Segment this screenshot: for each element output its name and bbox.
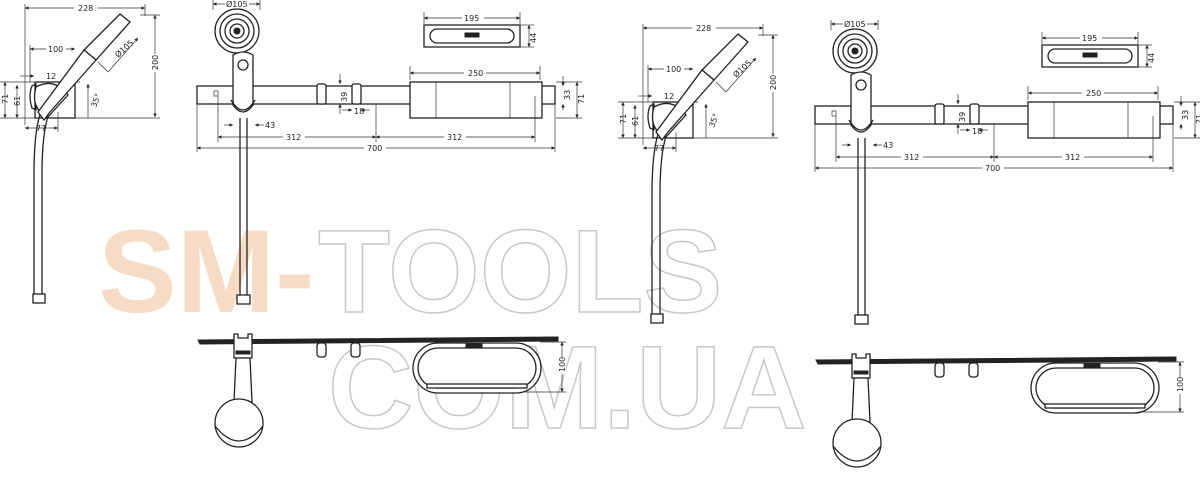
hook-1 [316, 83, 327, 105]
dim-195: 195 [1082, 34, 1097, 43]
dim-71-front: 71 [577, 94, 586, 104]
dim-228: 228 [696, 24, 711, 33]
shower-head-front [832, 28, 878, 74]
dim-43: 43 [883, 141, 893, 150]
dim-250: 250 [468, 69, 483, 78]
hook-2 [351, 83, 362, 105]
dim-43: 43 [265, 121, 275, 130]
dim-195: 195 [464, 14, 479, 23]
shower-head-bottom [832, 418, 882, 468]
dim-44: 44 [1147, 53, 1156, 63]
dim-head-diameter: Ø105 [731, 58, 754, 80]
dim-61: 61 [631, 116, 640, 126]
dim-312-left: 312 [286, 133, 301, 142]
dim-228: 228 [78, 4, 93, 13]
dim-33: 33 [1181, 110, 1190, 120]
basket [1030, 362, 1160, 414]
dim-18: 18 [354, 107, 364, 116]
hose [33, 113, 41, 294]
hook-2-bottom [968, 362, 979, 378]
shower-holder [232, 51, 254, 113]
dim-35deg: 35° [707, 112, 720, 128]
dim-200: 200 [151, 55, 160, 70]
hook-2-bottom [350, 342, 361, 358]
dim-44: 44 [529, 33, 538, 43]
dim-100: 100 [666, 65, 681, 74]
hose-end-front [854, 314, 869, 325]
shower-handle-side [655, 69, 715, 142]
shower-holder [850, 71, 872, 133]
shower-handle-side [37, 49, 97, 122]
drawing-set-copy: 228 100 12 71 61 35° 200 77 [618, 19, 1200, 468]
dim-33: 33 [563, 90, 572, 100]
side-view: 228 100 12 71 61 35° 200 77 [0, 2, 160, 304]
dim-312-left: 312 [904, 153, 919, 162]
dim-12: 12 [46, 72, 56, 81]
dim-71-front: 71 [1195, 114, 1200, 124]
rail-top [815, 356, 1177, 365]
shower-head-front [214, 8, 260, 54]
hose-end [32, 293, 46, 304]
dim-71: 71 [1, 94, 10, 104]
hook-1-bottom [934, 362, 945, 378]
hook-1 [934, 103, 945, 125]
hose [651, 133, 659, 314]
dim-700: 700 [985, 164, 1000, 173]
hose-end [650, 313, 664, 324]
watermark-domain: COM.UA [328, 322, 807, 454]
dim-100: 100 [48, 45, 63, 54]
dim-39: 39 [340, 92, 349, 102]
front-view: Ø105 250 4 [814, 19, 1200, 325]
dim-312-right: 312 [447, 133, 462, 142]
dim-18: 18 [972, 127, 982, 136]
dim-77: 77 [36, 124, 46, 133]
dim-100-bottom: 100 [1176, 377, 1185, 392]
rail-top [197, 336, 559, 345]
hook-1-bottom [316, 342, 327, 358]
bottom-view: 100 [815, 353, 1185, 468]
dim-head-diameter-front: Ø105 [844, 19, 866, 29]
dim-head-diameter: Ø105 [113, 38, 136, 60]
front-view: Ø105 250 4 [196, 0, 586, 305]
dim-100-bottom: 100 [558, 357, 567, 372]
shelf [409, 81, 543, 119]
dim-312-right: 312 [1065, 153, 1080, 162]
dim-61: 61 [13, 96, 22, 106]
dim-200: 200 [769, 75, 778, 90]
dim-39: 39 [958, 112, 967, 122]
dim-71: 71 [619, 114, 628, 124]
hook-2 [969, 103, 980, 125]
hose-end-front [236, 294, 251, 305]
dim-head-diameter-front: Ø105 [226, 0, 248, 9]
dim-77: 77 [654, 144, 664, 153]
dim-250: 250 [1086, 89, 1101, 98]
drawing-set: 228 100 12 71 61 35° 200 77 [0, 0, 586, 448]
dim-35deg: 35° [89, 92, 102, 108]
watermark-sm: SM- [98, 206, 314, 338]
dim-700: 700 [367, 144, 382, 153]
shower-head-bottom [214, 398, 264, 448]
watermark: SM- TOOLS COM.UA [98, 205, 807, 455]
bottom-view: 100 [197, 333, 567, 448]
dim-12: 12 [664, 92, 674, 101]
shelf [1027, 101, 1161, 139]
basket [412, 342, 542, 394]
